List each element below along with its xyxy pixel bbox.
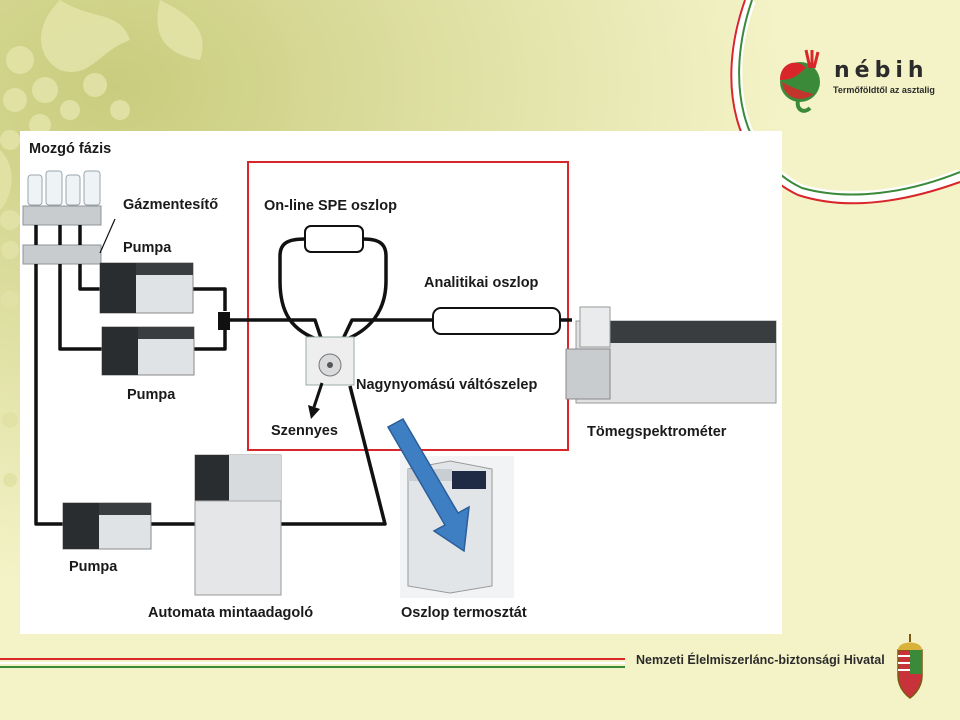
logo-wordmark: nébih xyxy=(834,58,929,83)
pump-bottom-device xyxy=(62,502,152,550)
diagram-panel: Mozgó fázis Gázmentesítő Pumpa Pumpa Pum… xyxy=(20,131,782,634)
label-autosampler: Automata mintaadagoló xyxy=(148,605,314,621)
footer-organization: Nemzeti Élelmiszerlánc-biztonsági Hivata… xyxy=(636,653,885,667)
label-analytical-column: Analitikai oszlop xyxy=(424,275,539,291)
pump-top-device xyxy=(99,262,194,314)
logo-arc-decoration xyxy=(730,0,960,204)
spe-column xyxy=(304,225,364,253)
label-pump-top: Pumpa xyxy=(123,240,172,256)
coat-of-arms-icon xyxy=(897,634,923,699)
label-pump-bottom: Pumpa xyxy=(69,559,118,575)
lc-ms-diagram xyxy=(22,161,777,598)
analytical-column xyxy=(432,307,561,335)
label-waste: Szennyes xyxy=(271,423,338,439)
label-spe-column: On-line SPE oszlop xyxy=(264,198,397,214)
mass-spectrometer-device xyxy=(565,306,777,404)
label-mobile-phase: Mozgó fázis xyxy=(29,141,112,157)
mobile-phase-bottles xyxy=(27,170,101,206)
degasser-unit-top xyxy=(22,205,102,226)
nebih-logo-icon xyxy=(780,49,820,113)
label-degasser: Gázmentesítő xyxy=(123,197,219,213)
logo-tagline: Termőföldtől az asztalig xyxy=(833,85,935,95)
label-column-oven: Oszlop termosztát xyxy=(401,605,527,621)
oven-pointer-arrow xyxy=(386,417,470,553)
label-mass-spectrometer: Tömegspektrométer xyxy=(587,424,727,440)
label-valve: Nagynyomású váltószelep xyxy=(356,377,538,393)
pump-middle-device xyxy=(101,326,195,376)
autosampler-device xyxy=(194,454,282,596)
mixer-tee xyxy=(218,312,230,330)
degasser-unit-bottom xyxy=(22,244,102,265)
label-pump-middle: Pumpa xyxy=(127,387,176,403)
grape-vine-decoration xyxy=(0,0,203,487)
